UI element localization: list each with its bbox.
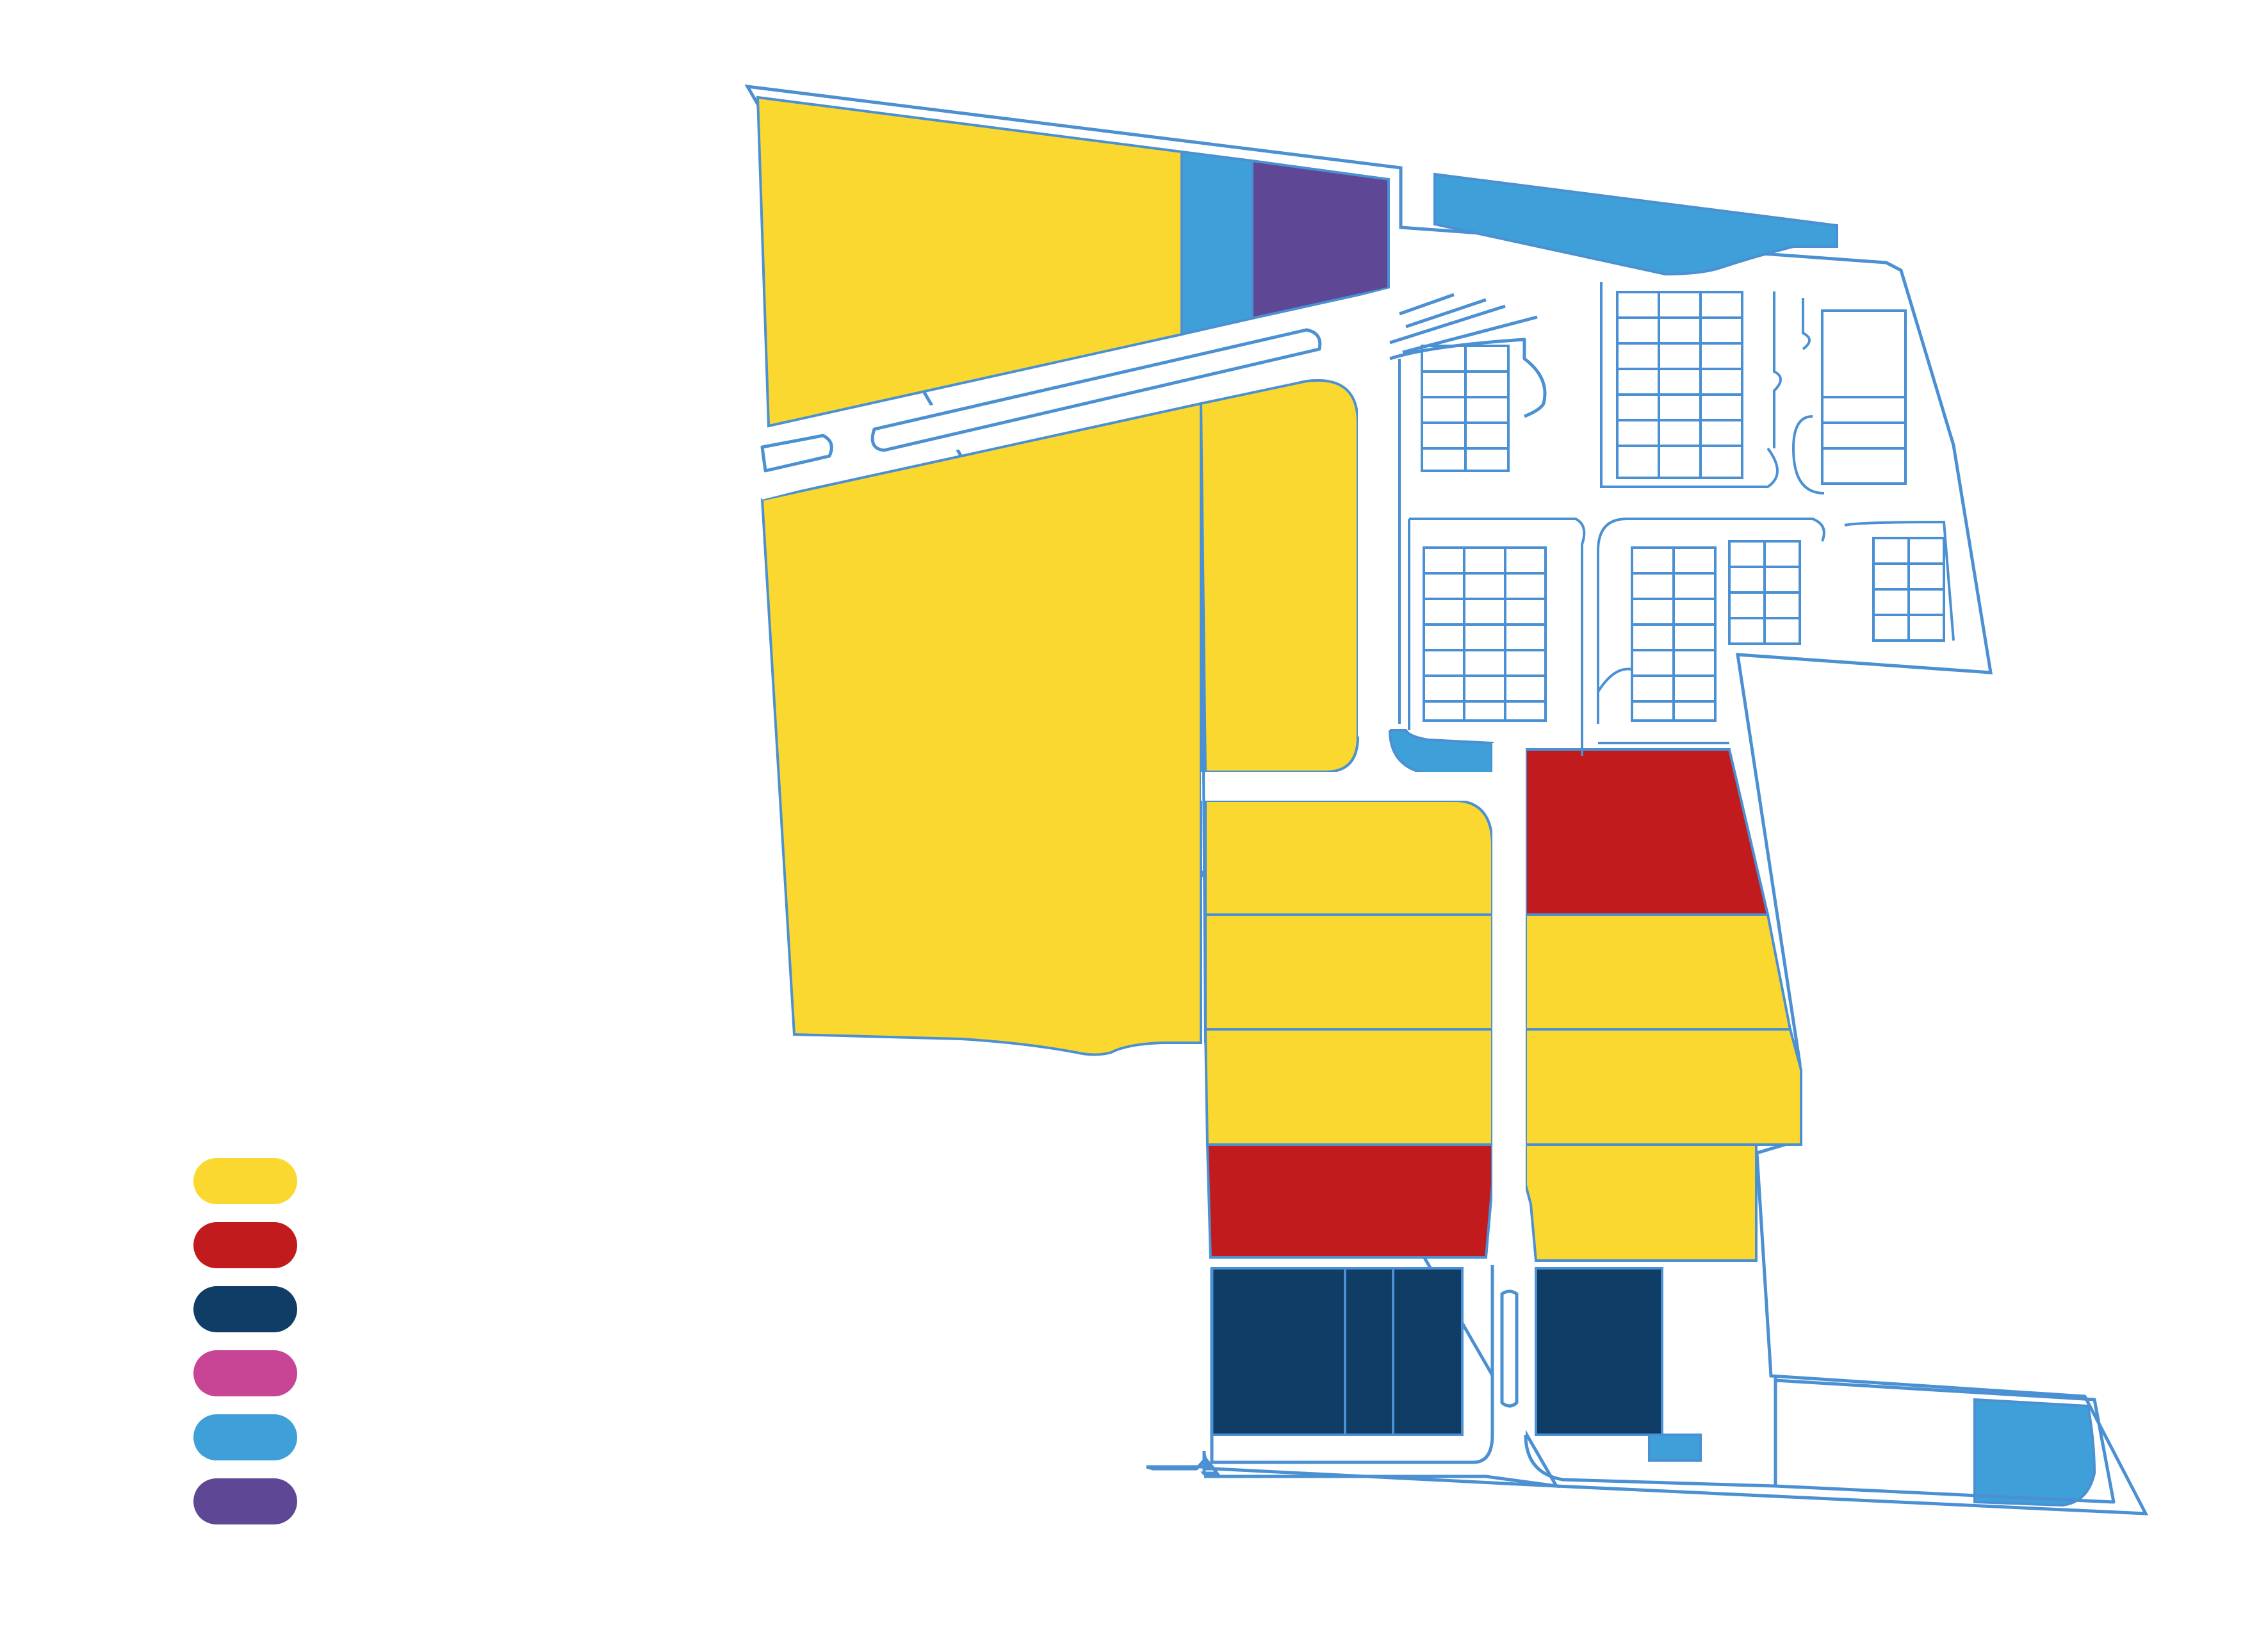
- parcel-yellow-c3: [1203, 1028, 1494, 1146]
- res-road-loops: [1398, 282, 1955, 756]
- outline-road-left-island: [760, 434, 833, 473]
- div-navy: [1344, 1268, 1394, 1435]
- legend-swatch-pink: [193, 1350, 297, 1396]
- legend: [193, 1158, 297, 1542]
- outline-se-lot: [1774, 1378, 2116, 1504]
- legend-swatch-yellow: [193, 1158, 297, 1204]
- div-e-rows: [1526, 913, 1790, 1146]
- outline-entry-1: [1389, 293, 1538, 354]
- parcel-red-c: [1205, 1143, 1494, 1259]
- div-w-nc: [1200, 403, 1207, 1043]
- parcel-lightblue-se: [1973, 1398, 2096, 1507]
- outline-block-a: [1389, 338, 1547, 418]
- parcel-lightblue-c-small: [1388, 729, 1494, 776]
- road-vertical-s: [1492, 743, 1526, 1467]
- res-block-4: [1423, 546, 1547, 722]
- site-boundary: [744, 84, 2149, 1516]
- outline-median-s: [1500, 1289, 1519, 1408]
- parcel-yellow-e3: [1524, 1143, 1758, 1262]
- parcel-yellow-e1: [1524, 913, 1792, 1031]
- legend-swatch-lightblue: [193, 1414, 297, 1460]
- parcel-red-e: [1524, 748, 1770, 916]
- parcel-yellow-w: [760, 402, 1202, 1056]
- outline-south-road: [1210, 1265, 1494, 1464]
- parcel-navy-s: [1535, 1267, 1663, 1436]
- parcel-lightblue-n1: [1180, 150, 1253, 336]
- outline-south-road-2: [1524, 1376, 1777, 1488]
- parcel-yellow-e2: [1524, 1028, 1802, 1146]
- parcel-navy-sw: [1211, 1267, 1464, 1436]
- res-block-2: [1616, 291, 1743, 479]
- road-horizontal-center: [1201, 772, 1526, 801]
- legend-swatch-purple: [193, 1478, 297, 1524]
- parcel-lightblue-ne: [1433, 172, 1838, 276]
- outline-road-median: [870, 328, 1322, 452]
- parcel-yellow-c1: [1204, 799, 1494, 916]
- parcel-yellow-c2: [1204, 913, 1494, 1031]
- parcel-lightblue-s-small: [1648, 1434, 1702, 1462]
- legend-swatch-red: [193, 1222, 297, 1268]
- div-c-rows: [1205, 913, 1492, 1146]
- legend-swatch-navy: [193, 1286, 297, 1332]
- road-vertical-center: [1358, 320, 1428, 737]
- parcel-purple-n: [1251, 159, 1390, 320]
- parcel-yellow-nc: [1199, 379, 1359, 773]
